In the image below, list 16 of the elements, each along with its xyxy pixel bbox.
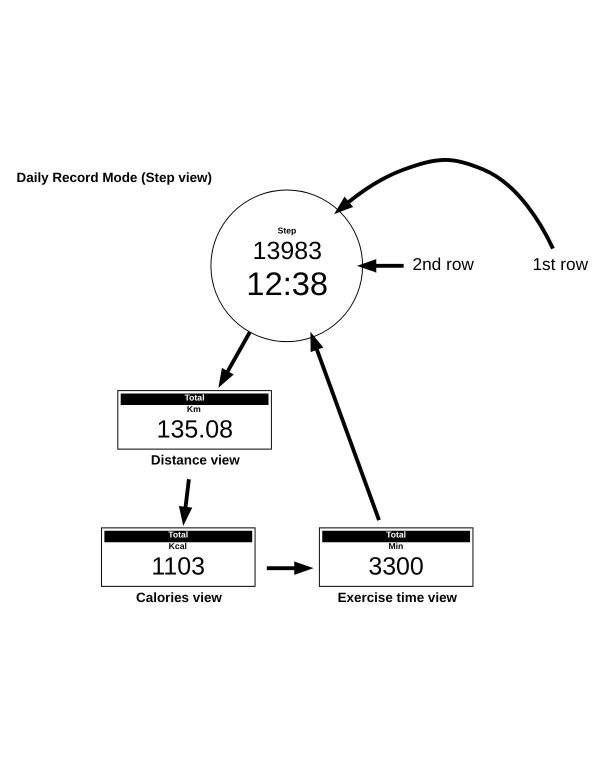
- node-text: 2nd row: [412, 254, 474, 274]
- node-text: 1st row: [532, 254, 588, 274]
- arrow: [178, 478, 192, 526]
- node-box: Total Kcal 1103: [101, 527, 256, 587]
- node-box: Total Km 135.08: [117, 390, 272, 450]
- node-label: Exercise time view: [338, 590, 458, 605]
- arrow: [310, 332, 381, 521]
- node-label: Calories view: [136, 590, 222, 605]
- node-label: Daily Record Mode (Step view): [16, 170, 212, 186]
- node-label: Distance view: [150, 452, 240, 468]
- arrow: [334, 158, 555, 250]
- arrow: [218, 331, 252, 388]
- node-circle: Step 13983 12:38: [210, 190, 364, 342]
- arrow: [266, 561, 314, 575]
- node-box: Total Min 3300: [318, 527, 474, 587]
- arrow: [357, 259, 404, 273]
